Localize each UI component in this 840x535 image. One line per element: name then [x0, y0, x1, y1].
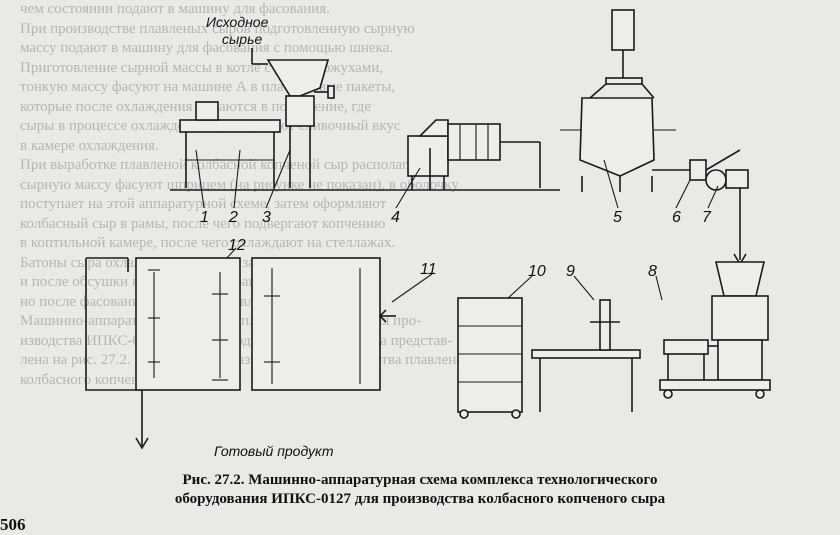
equipment-1-table [179, 101, 281, 188]
equipment-4-mixer [407, 119, 541, 190]
label-num-9: 9 [566, 263, 575, 280]
background-text-line: в коптильной камере, после чего охлаждаю… [20, 235, 396, 251]
label-num-6: 6 [672, 209, 681, 226]
output-label: Готовый продукт [214, 443, 334, 459]
equipment-7-8-filler [659, 261, 771, 399]
equipment-11-smoke-chamber [251, 257, 396, 391]
equipment-9-table [531, 299, 641, 412]
label-num-2: 2 [228, 209, 238, 226]
background-text-line: При выработке плавленой колбасной копчен… [20, 157, 433, 173]
label-num-4: 4 [391, 209, 400, 226]
caption-line-2: оборудования ИПКС-0127 для производства … [174, 491, 666, 507]
input-label-line2: сырье [222, 31, 262, 47]
label-num-1: 1 [200, 209, 209, 226]
equipment-12-chamber [85, 257, 241, 391]
label-num-8: 8 [648, 263, 657, 280]
caption-line-1: Рис. 27.2. Машинно-аппаратурная схема ко… [182, 472, 658, 488]
input-label-line1: Исходное [206, 14, 269, 30]
background-text-line: массу подают в машину для фасования с по… [20, 40, 394, 56]
output-arrow [135, 390, 149, 450]
input-arrow [251, 48, 268, 65]
background-text-line: в камере охлаждения. [20, 137, 159, 154]
leader-line-7 [707, 185, 719, 209]
background-text-line: колбасный сыр в рамы, после чего подверг… [20, 215, 386, 232]
transfer-line-to-7 [733, 188, 747, 266]
label-num-5: 5 [613, 209, 622, 226]
label-num-12: 12 [228, 237, 246, 254]
background-text-line: При производстве плавленых сыров подгото… [20, 20, 415, 37]
label-num-11: 11 [420, 261, 437, 278]
background-text-line: чем состоянии подают в машину для фасова… [20, 1, 330, 17]
background-text-block: чем состоянии подают в машину для фасова… [20, 0, 825, 390]
label-num-10: 10 [528, 263, 546, 280]
equipment-10-rack-trolley [457, 297, 523, 419]
background-text-line: сырную массу фасуют шприцем (на рисунке … [20, 176, 459, 193]
label-num-7: 7 [702, 209, 712, 226]
label-num-3: 3 [262, 209, 271, 226]
equipment-5-kettle [560, 9, 676, 192]
equipment-6-pump [652, 149, 749, 191]
page-number: 506 [0, 515, 26, 534]
equipment-3-grinder [266, 59, 335, 188]
figure-caption: Рис. 27.2. Машинно-аппаратурная схема ко… [100, 471, 740, 509]
